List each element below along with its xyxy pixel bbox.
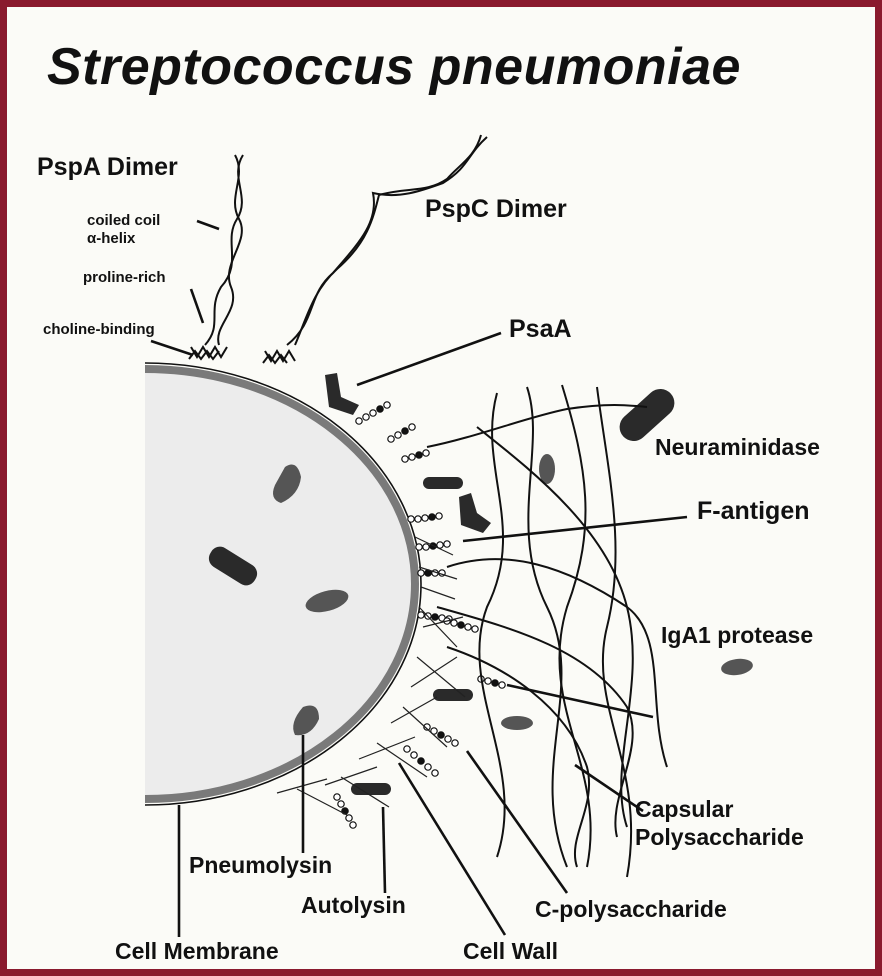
label-pneumolysin: Pneumolysin — [189, 852, 332, 878]
label-iga1-protease: IgA1 protease — [661, 622, 813, 648]
wall-protein-3 — [351, 783, 391, 795]
label-alpha-helix: α-helix — [87, 230, 136, 247]
pspa-dimer — [189, 155, 243, 359]
label-pspa-dimer: PspA Dimer — [37, 153, 178, 181]
label-psaa: PsaA — [509, 315, 572, 343]
label-polysaccharide: Polysaccharide — [635, 824, 804, 850]
iga1-protease-blob — [720, 657, 754, 677]
capsule-protein-2 — [501, 716, 533, 730]
label-cell-membrane: Cell Membrane — [115, 938, 279, 964]
psaa-blob-2 — [459, 493, 491, 533]
label-autolysin: Autolysin — [301, 892, 406, 918]
label-proline-rich: proline-rich — [83, 269, 166, 286]
psaa-blob — [325, 373, 359, 415]
label-f-antigen: F-antigen — [697, 497, 810, 525]
cell-body — [145, 369, 415, 799]
bacterium-diagram: PspA Dimer coiled coil α-helix proline-r… — [7, 7, 875, 969]
label-c-polysaccharide: C-polysaccharide — [535, 896, 727, 922]
label-pspc-dimer: PspC Dimer — [425, 195, 567, 223]
label-cell-wall: Cell Wall — [463, 938, 558, 964]
pspc-dimer — [263, 135, 487, 363]
label-capsular: Capsular — [635, 796, 733, 822]
label-choline-binding: choline-binding — [43, 321, 155, 338]
capsule-helix — [427, 405, 647, 447]
wall-protein-2 — [433, 689, 473, 701]
label-neuraminidase: Neuraminidase — [655, 434, 820, 460]
label-coiled-coil: coiled coil — [87, 212, 160, 229]
wall-protein-1 — [423, 477, 463, 489]
